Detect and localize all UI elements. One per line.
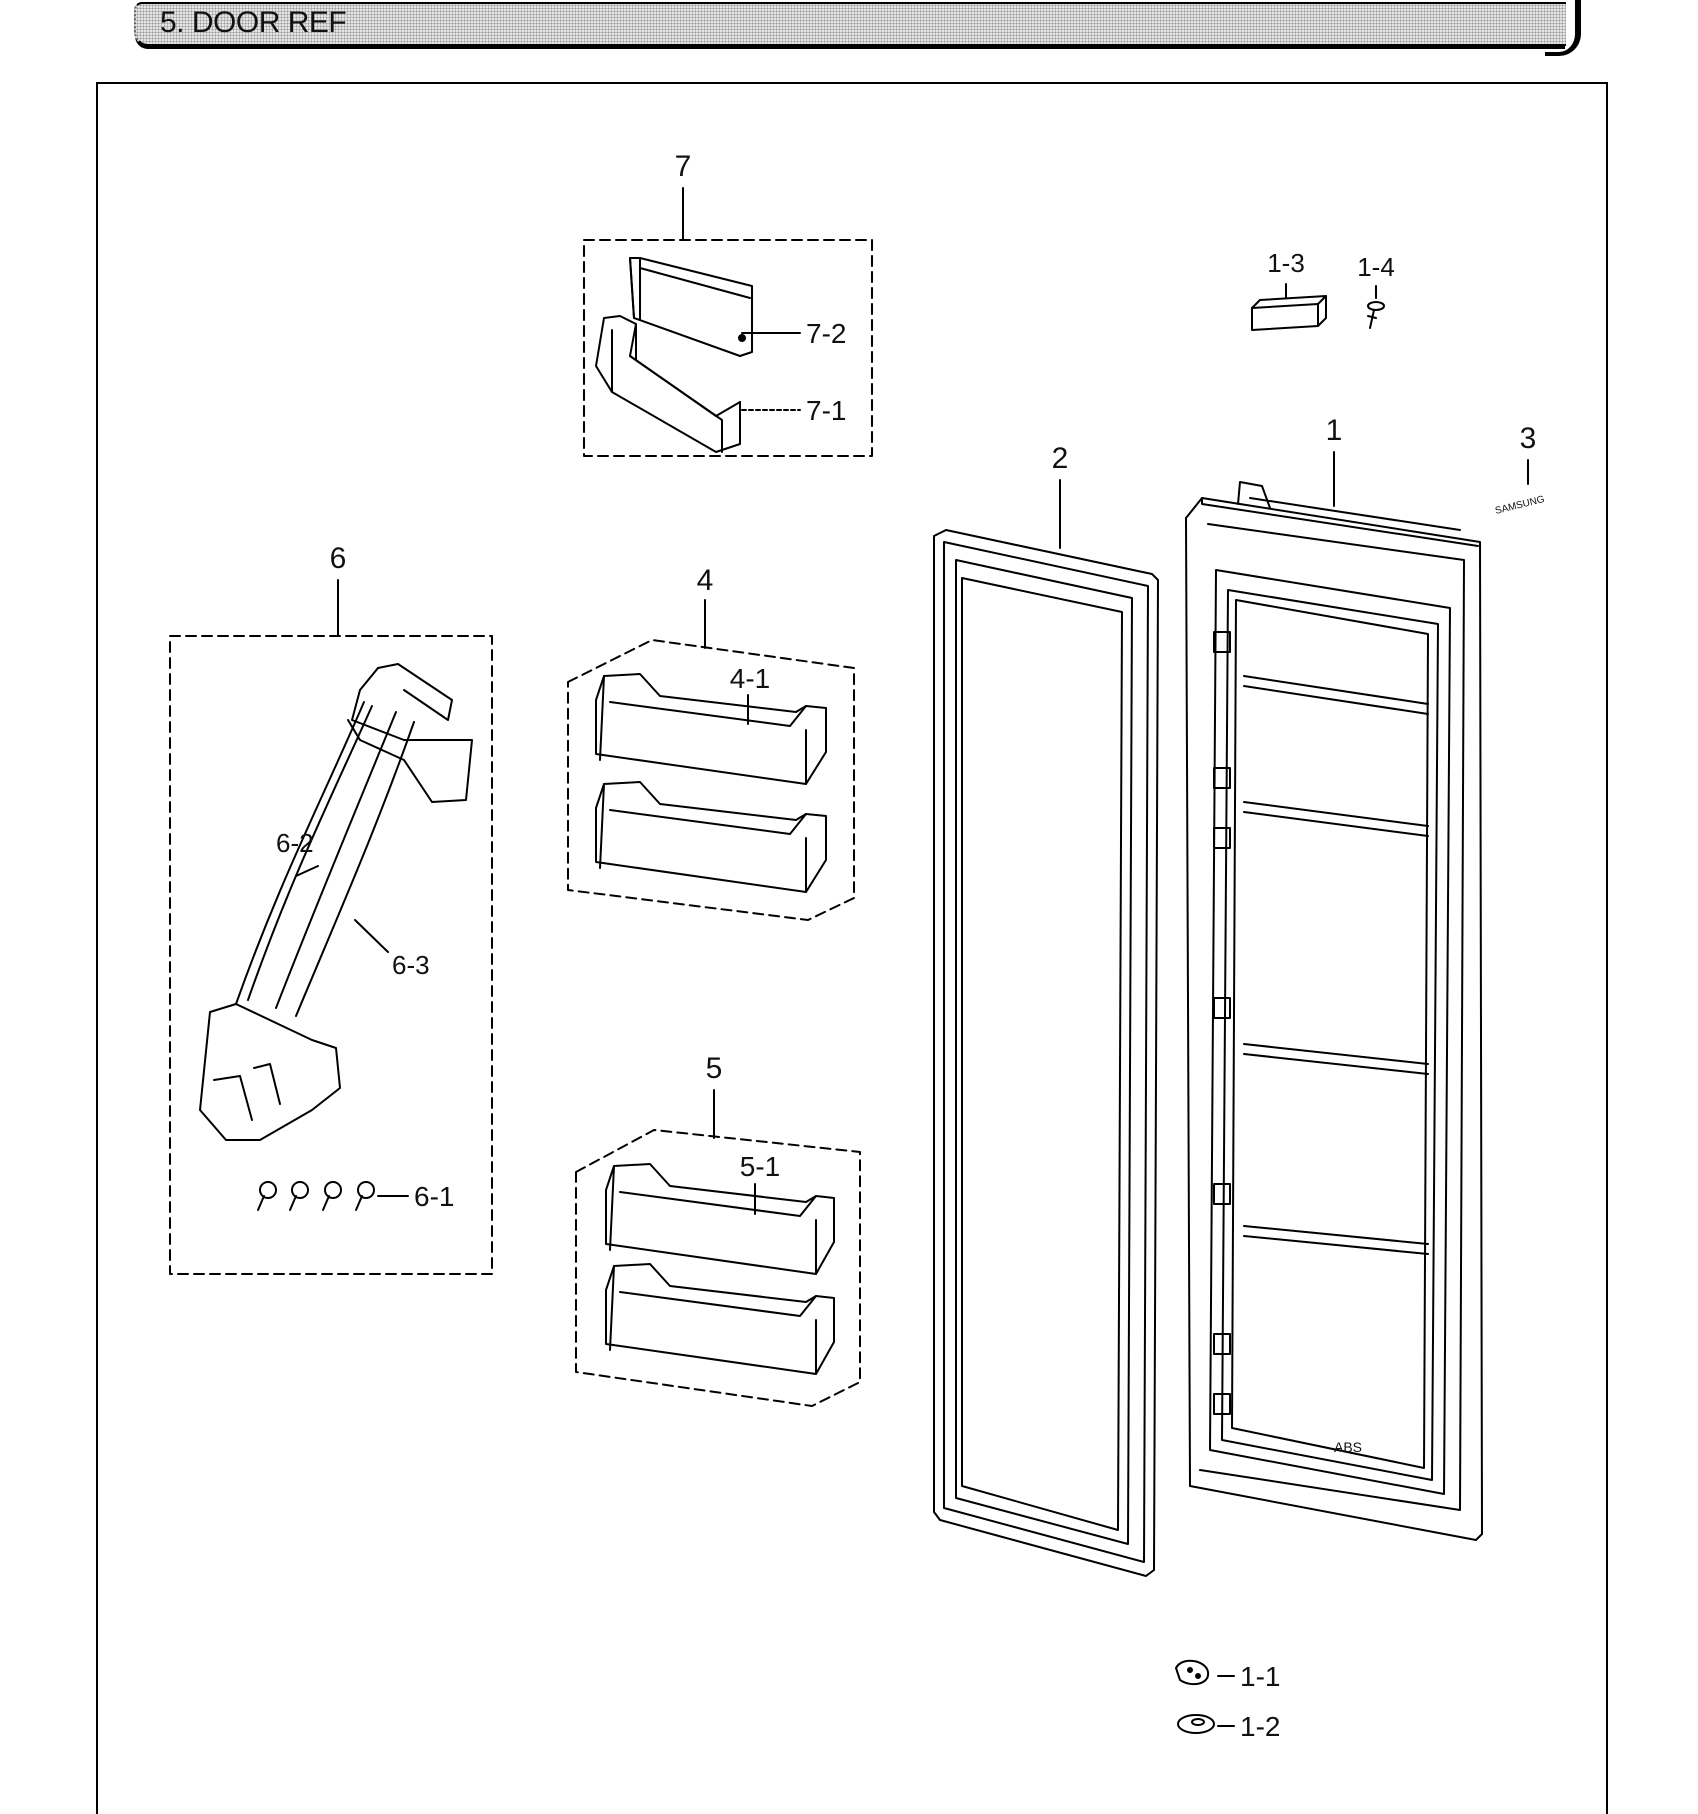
callout-6-1: 6-1 (414, 1181, 454, 1212)
callout-6-2: 6-2 (276, 828, 314, 858)
callout-1-3: 1-3 (1267, 248, 1305, 278)
callout-6-3: 6-3 (392, 950, 430, 980)
part-1-3-block: 1-3 (1251, 248, 1327, 331)
callout-1: 1 (1326, 414, 1343, 447)
door-bin-4-1-lower (595, 781, 827, 893)
callout-1-4: 1-4 (1357, 252, 1395, 282)
leader-6-2 (295, 865, 319, 877)
part-1-2-cap: 1-2 (1177, 1711, 1280, 1742)
callout-5-1: 5-1 (740, 1151, 780, 1182)
callout-5: 5 (706, 1052, 723, 1085)
part-1-1-cap: 1-1 (1175, 1659, 1280, 1692)
door-handle-6-2 (199, 663, 473, 1141)
handle-screws-6-1 (257, 1181, 375, 1211)
part-1-4-screw: 1-4 (1357, 252, 1395, 329)
part-group-4: 4 4-1 (567, 564, 855, 921)
group-4-dashed-box (567, 639, 855, 921)
section-title: 5. DOOR REF (160, 6, 347, 39)
leader-6-3 (354, 919, 389, 953)
callout-4: 4 (697, 564, 714, 597)
material-label: ABS (1334, 1439, 1362, 1455)
diagram-frame (96, 82, 1608, 1814)
callout-1-2: 1-2 (1240, 1711, 1280, 1742)
part-group-5: 5 5-1 (575, 1052, 861, 1407)
guard-cover-7-2 (629, 257, 753, 357)
callout-3: 3 (1520, 422, 1537, 455)
callout-2: 2 (1052, 442, 1069, 475)
callout-6: 6 (330, 542, 347, 575)
section-header-end-cap (1545, 0, 1581, 56)
part-group-6: 6 6-2 6-3 6-1 (169, 542, 493, 1275)
callout-4-1: 4-1 (730, 663, 770, 694)
badge-text: SAMSUNG (1494, 494, 1546, 517)
callout-7: 7 (675, 150, 692, 183)
door-bin-5-1-upper (605, 1163, 835, 1275)
guard-bin-7-1 (595, 315, 741, 453)
section-header-bar (134, 2, 1566, 46)
group-5-dashed-box (575, 1129, 861, 1407)
group-7-dashed-box (583, 239, 873, 457)
door-gasket-2: 2 (933, 442, 1159, 1577)
refrigerator-door-1: ABS 1 (1185, 414, 1483, 1541)
callout-1-1: 1-1 (1240, 1661, 1280, 1692)
group-6-dashed-box (169, 635, 493, 1275)
part-group-7: 7 7-2 7-1 (583, 150, 873, 457)
door-bin-4-1-upper (595, 673, 827, 785)
samsung-badge-3: SAMSUNG 3 (1494, 422, 1546, 517)
callout-7-1: 7-1 (806, 395, 846, 426)
callout-7-2: 7-2 (806, 318, 846, 349)
door-bin-5-1-lower (605, 1263, 835, 1375)
